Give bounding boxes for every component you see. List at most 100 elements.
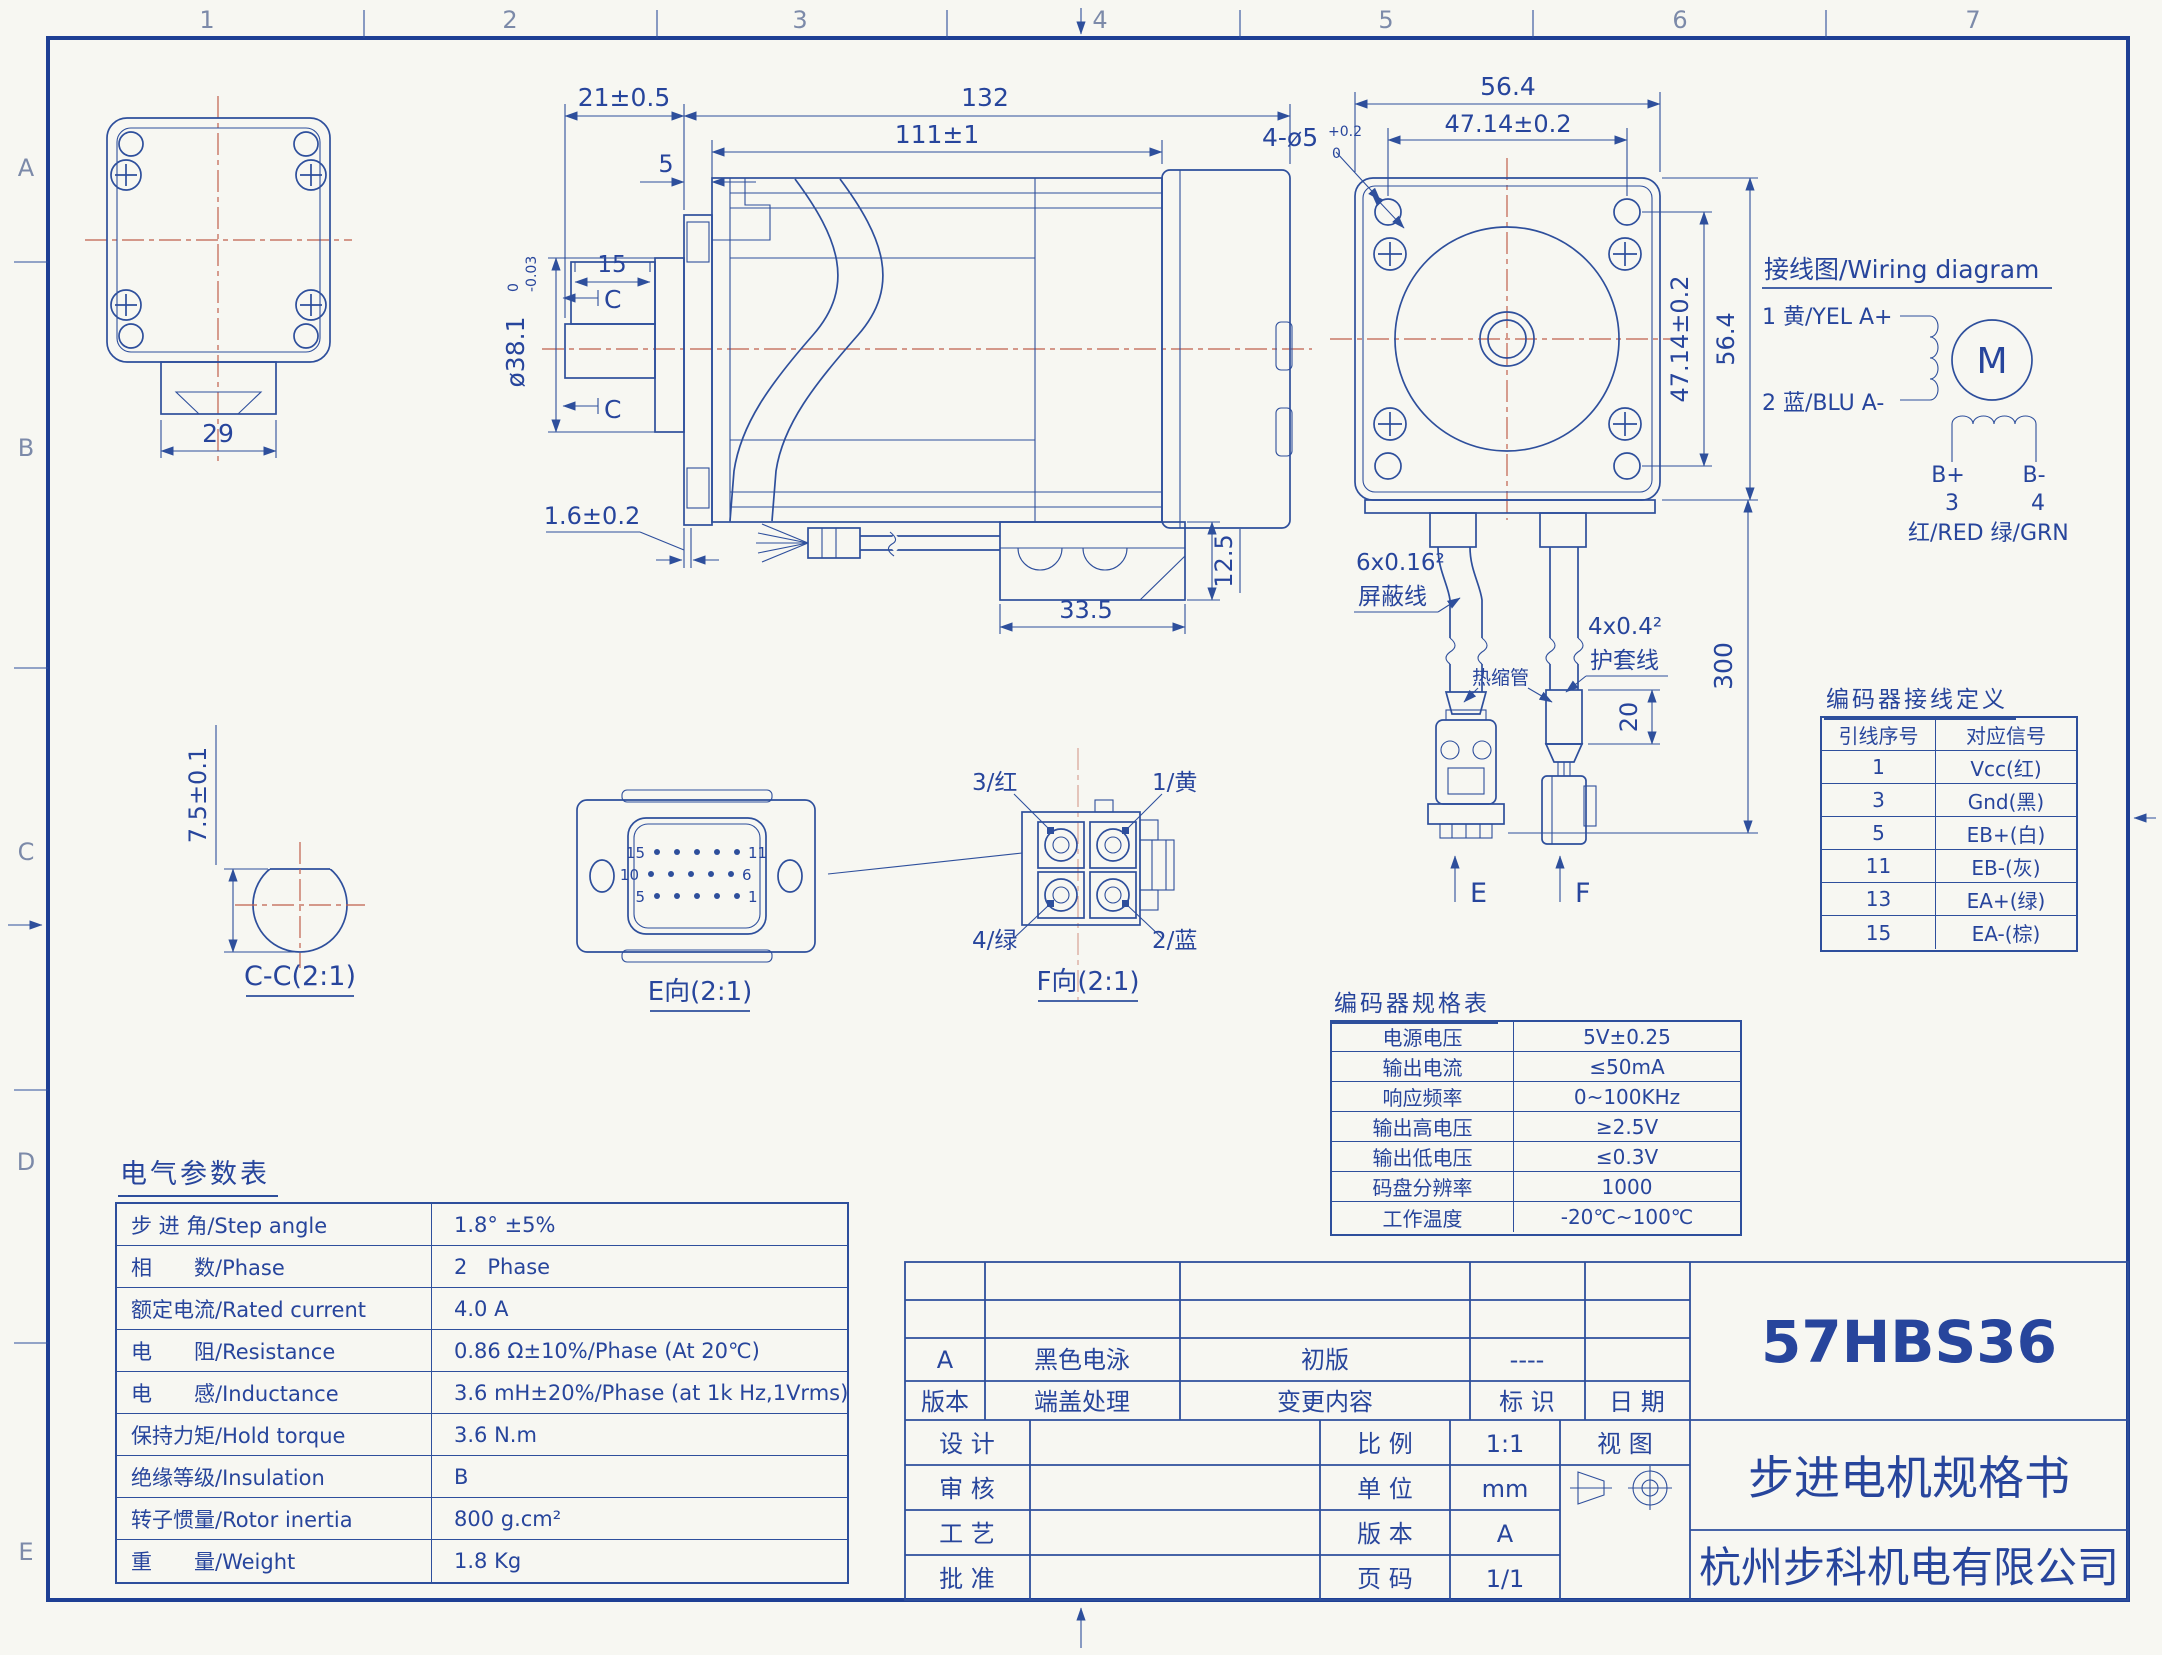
grid-col: 2 (502, 6, 517, 34)
row-label: 输出电流 (1332, 1052, 1514, 1082)
dimension-47-right: 47.14±0.2 (1642, 211, 1712, 467)
svg-text:1/黄: 1/黄 (1152, 770, 1197, 796)
svg-text:C: C (604, 395, 621, 424)
svg-text:护套线: 护套线 (1590, 648, 1659, 674)
row-label: 输出高电压 (1332, 1112, 1514, 1142)
row-value: 0.86 Ω±10%/Phase (At 20℃) (432, 1330, 847, 1372)
svg-text:3: 3 (1945, 491, 1959, 516)
svg-text:2/蓝: 2/蓝 (1152, 928, 1197, 954)
row-value: 3.6 N.m (432, 1414, 847, 1456)
svg-text:6x0.16²: 6x0.16² (1356, 550, 1445, 576)
row-label: 响应频率 (1332, 1082, 1514, 1112)
pin-number: 1 (1822, 751, 1936, 784)
dimension-300: 300 (1508, 499, 1758, 834)
svg-text:0: 0 (1332, 146, 1341, 162)
svg-text:4: 4 (2031, 491, 2045, 516)
svg-text:1 黄/YEL A+: 1 黄/YEL A+ (1762, 305, 1892, 330)
svg-text:E向(2:1): E向(2:1) (648, 977, 753, 1007)
row-label: 输出低电压 (1332, 1142, 1514, 1172)
pin-signal: EB+(白) (1936, 817, 2076, 850)
svg-text:15: 15 (626, 844, 645, 862)
dimension-21: 21±0.5 (564, 83, 685, 318)
svg-text:11: 11 (748, 844, 767, 862)
row-value: 0~100KHz (1514, 1082, 1740, 1112)
phase-a-coil (1929, 315, 1939, 401)
row-value: ≤0.3V (1514, 1142, 1740, 1172)
dimension-15: 15 (574, 252, 651, 287)
rev-letter: A (937, 1346, 954, 1374)
grid-row: C (18, 838, 35, 866)
col-header: 对应信号 (1936, 718, 2076, 751)
dim-29: 29 (202, 419, 234, 448)
svg-text:端盖处理: 端盖处理 (1034, 1388, 1130, 1416)
svg-text:5: 5 (635, 888, 645, 906)
svg-text:5: 5 (658, 150, 673, 178)
label-sheath-cable: 4x0.4² 护套线 (1565, 614, 1668, 693)
e-view-db15: 15 11 10 6 5 1 E向(2:1) (576, 789, 816, 1012)
pin-number: 15 (1822, 916, 1936, 949)
cc-section-view: 7.5±0.1 C-C(2:1) (184, 725, 365, 997)
phillips-screw-icon (295, 289, 327, 321)
motor-symbol (1951, 319, 2033, 401)
svg-text:300: 300 (1709, 642, 1738, 690)
phillips-screw-icon (110, 159, 142, 191)
company-name: 杭州步科机电有限公司 (1699, 1543, 2119, 1592)
svg-text:屏蔽线: 屏蔽线 (1358, 584, 1427, 610)
view-f-letter: F (1575, 878, 1591, 909)
cable-assembly: 6x0.16² 屏蔽线 4x0.4² 护套线 热缩管 20 300 E (1354, 499, 1758, 909)
dimension-flange: 1.6±0.2 (544, 502, 719, 568)
svg-text:132: 132 (961, 83, 1009, 112)
row-label: 电 阻/Resistance (117, 1330, 432, 1372)
grid-row: D (17, 1148, 35, 1176)
svg-text:工 艺: 工 艺 (939, 1520, 995, 1548)
svg-text:日 期: 日 期 (1609, 1388, 1665, 1416)
cable-s-curve (771, 178, 884, 522)
phillips-screw-icon (1608, 407, 1642, 441)
dimension-132: 132 (683, 83, 1291, 164)
dimension-shaft-dia: ø38.1 0 -0.03 (501, 256, 655, 433)
svg-text:12.5: 12.5 (1210, 534, 1238, 587)
row-value: ≤50mA (1514, 1052, 1740, 1082)
phillips-screw-icon (110, 289, 142, 321)
grid-col: 5 (1378, 6, 1393, 34)
row-value: 1000 (1514, 1172, 1740, 1202)
svg-text:F向(2:1): F向(2:1) (1036, 967, 1139, 997)
row-value: -20℃~100℃ (1560, 1205, 1694, 1229)
encoder-spec-title: 编码器规格表 (1332, 984, 1498, 1024)
svg-text:15: 15 (597, 252, 626, 278)
pin-number: 5 (1822, 817, 1936, 850)
pin-signal: Gnd(黑) (1936, 784, 2076, 817)
rev-change: 初版 (1301, 1346, 1349, 1374)
svg-text:47.14±0.2: 47.14±0.2 (1666, 276, 1694, 403)
svg-text:0: 0 (506, 283, 522, 292)
pin-signal: Vcc(红) (1936, 751, 2076, 784)
row-label: 步 进 角/Step angle (117, 1204, 432, 1246)
rev-treatment: 黑色电泳 (1034, 1346, 1130, 1374)
row-label: 电 感/Inductance (117, 1372, 432, 1414)
wiring-diagram: 接线图/Wiring diagram 1 黄/YEL A+ 2 蓝/BLU A-… (1762, 255, 2069, 546)
grid-col: 3 (792, 6, 807, 34)
svg-text:C: C (604, 285, 621, 314)
svg-text:变更内容: 变更内容 (1277, 1388, 1373, 1416)
rev-mark: ---- (1510, 1346, 1545, 1374)
grid-row: A (18, 154, 35, 182)
svg-text:接线图/Wiring diagram: 接线图/Wiring diagram (1764, 255, 2039, 284)
phillips-screw-icon (1608, 237, 1642, 271)
svg-text:M: M (1976, 341, 2007, 382)
grid-col: 6 (1672, 6, 1687, 34)
svg-text:7.5±0.1: 7.5±0.1 (184, 747, 212, 843)
svg-text:ø38.1: ø38.1 (501, 317, 530, 388)
phillips-screw-icon (295, 159, 327, 191)
svg-text:3/红: 3/红 (972, 770, 1017, 796)
svg-text:4-ø5: 4-ø5 (1262, 123, 1318, 152)
svg-text:mm: mm (1482, 1475, 1529, 1503)
pin-signal: EA-(棕) (1971, 922, 2041, 946)
svg-text:版本: 版本 (921, 1388, 969, 1416)
pin-plug-connector (1541, 775, 1597, 845)
row-label: 绝缘等级/Insulation (117, 1456, 432, 1498)
svg-text:批 准: 批 准 (939, 1565, 995, 1593)
row-label: 保持力矩/Hold torque (117, 1414, 432, 1456)
dimension-12-5: 12.5 (1187, 521, 1241, 601)
